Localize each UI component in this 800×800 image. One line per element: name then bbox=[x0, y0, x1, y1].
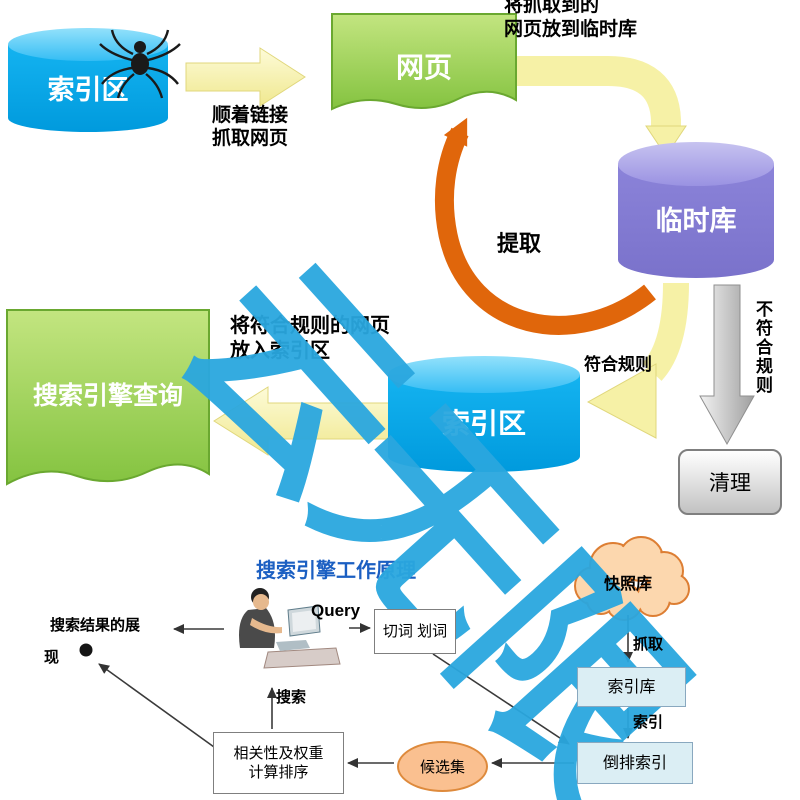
spider-icon bbox=[99, 29, 181, 99]
search-query-label: 搜索引擎查询 bbox=[32, 382, 183, 410]
to-temp-arrow bbox=[517, 56, 681, 128]
crawl-note: 顺着链接 抓取网页 bbox=[211, 105, 288, 149]
webpage-label: 网页 bbox=[395, 51, 452, 83]
search-query-shape: 搜索引擎查询 bbox=[5, 308, 211, 508]
match-arrowhead bbox=[586, 363, 657, 439]
extract-label: 提取 bbox=[497, 231, 542, 256]
index-rule-note: 将符合规则的网页 放入索引区 bbox=[230, 315, 390, 362]
result-label-line1: 搜索结果的展 bbox=[50, 617, 141, 634]
document-shape bbox=[331, 13, 517, 111]
clean-label: 清理 bbox=[709, 472, 751, 495]
crawl-arrow bbox=[185, 47, 306, 107]
index-db-label: 索引区 bbox=[47, 74, 129, 105]
not-match-rule-label: 不符合规则 bbox=[753, 300, 772, 395]
match-arrow bbox=[641, 282, 689, 381]
result-bullet bbox=[79, 643, 93, 657]
store-note: 将抓取到的 网页放到临时库 bbox=[504, 0, 638, 40]
not-match-arrow bbox=[699, 284, 755, 446]
result-label-line2: 现 bbox=[44, 649, 60, 666]
bottom-title: 搜索引擎工作原理 bbox=[256, 560, 416, 582]
temp-db-label: 临时库 bbox=[655, 206, 737, 237]
cylinder-top bbox=[618, 142, 774, 186]
index-db-cylinder: 索引区 bbox=[8, 28, 168, 132]
segment-box: 切词 划词 bbox=[374, 609, 456, 654]
query-label: Query bbox=[311, 601, 361, 620]
user-at-computer-icon bbox=[239, 588, 341, 669]
temp-db-cylinder: 临时库 bbox=[618, 142, 774, 278]
candidate-set-ellipse: 候选集 bbox=[397, 741, 488, 792]
snapshot-label: 快照库 bbox=[603, 576, 652, 593]
index-db2-cylinder: 索引区 bbox=[388, 356, 580, 472]
search-edge-label: 搜索 bbox=[276, 689, 307, 706]
webpage-shape: 网页 bbox=[330, 12, 518, 132]
index-db2-label: 索引区 bbox=[441, 408, 526, 440]
flow-lines bbox=[98, 615, 633, 768]
snapshot-cloud bbox=[574, 536, 690, 621]
index-lib-box: 索引库 bbox=[577, 667, 686, 707]
to-temp-arrowhead bbox=[645, 125, 687, 157]
clean-box: 清理 bbox=[678, 449, 782, 515]
ranking-box: 相关性及权重 计算排序 bbox=[213, 732, 344, 794]
snapshot-edge-label: 抓取 bbox=[633, 636, 664, 653]
inverted-index-box: 倒排索引 bbox=[577, 742, 693, 784]
index-edge-label: 索引 bbox=[633, 714, 664, 731]
cylinder-top bbox=[388, 356, 580, 394]
extract-return-arrow bbox=[434, 117, 656, 335]
match-rule-label: 符合规则 bbox=[584, 355, 652, 374]
to-query-arrow bbox=[213, 386, 391, 456]
document-shape bbox=[6, 309, 210, 486]
